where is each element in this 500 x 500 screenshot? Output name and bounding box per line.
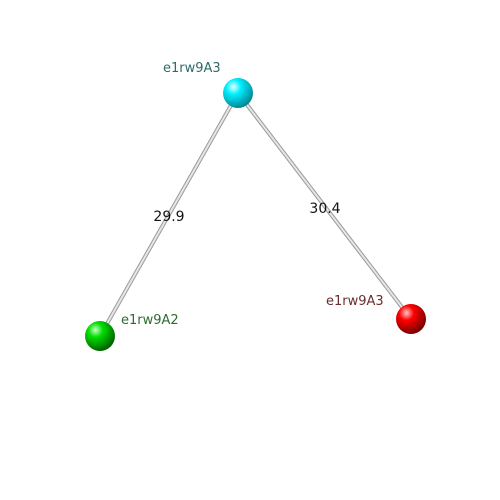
node-label-top: e1rw9A3 [163, 61, 221, 76]
node-top-sphere[interactable] [223, 78, 253, 108]
node-left-sphere[interactable] [85, 321, 115, 351]
edge-top-left [98, 91, 240, 338]
edge-top-right [236, 91, 413, 321]
edge-label-top-left: 29.9 [153, 209, 184, 225]
edge-label-top-right: 30.4 [309, 201, 340, 217]
node-right-sphere[interactable] [396, 304, 426, 334]
node-label-left: e1rw9A2 [121, 313, 179, 328]
node-label-right: e1rw9A3 [326, 294, 384, 309]
